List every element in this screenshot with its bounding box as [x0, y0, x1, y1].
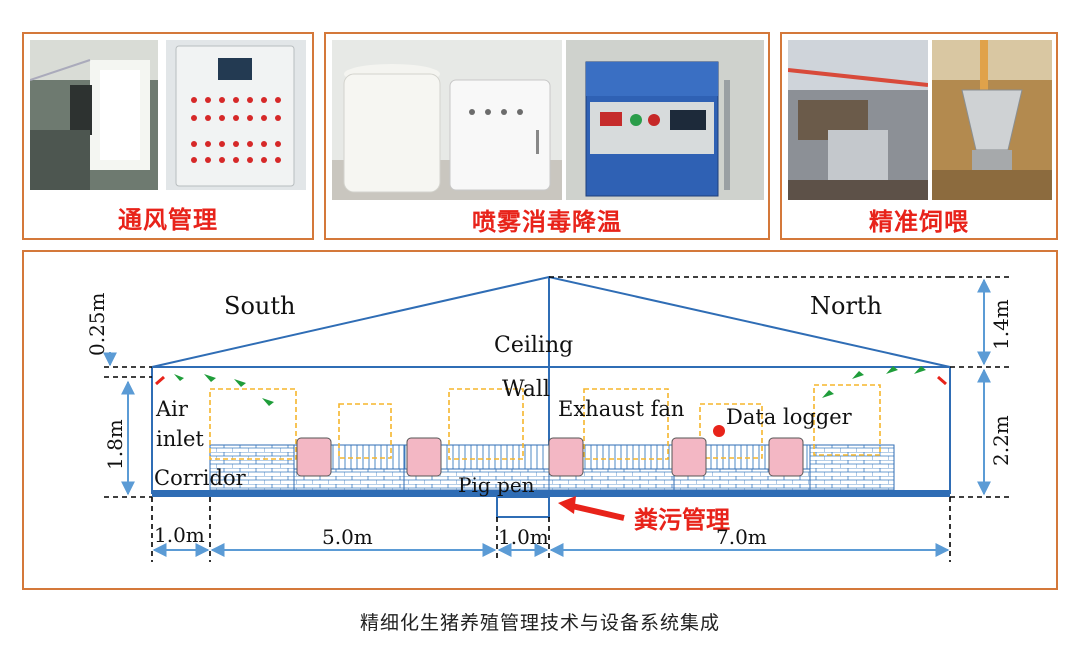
data-logger-dot	[713, 425, 725, 437]
dim-roof-north: 1.4m	[989, 299, 1013, 350]
ventilation-corridor-photo	[30, 40, 158, 190]
corridor-brick-south	[209, 444, 295, 491]
airflow-arrows	[174, 366, 926, 406]
ventilation-label: 通风管理	[118, 206, 218, 234]
dim-3: 1.0m	[498, 525, 549, 549]
dim-4: 7.0m	[716, 525, 767, 549]
label-north: North	[810, 292, 882, 320]
spray-label: 喷雾消毒降温	[472, 208, 622, 236]
figure-caption: 精细化生猪养殖管理技术与设备系统集成	[359, 612, 720, 634]
ventilation-panel: 通风管理	[22, 32, 314, 240]
label-corridor: Corridor	[154, 466, 247, 490]
pig-icons	[296, 437, 804, 477]
feeder-photo	[932, 40, 1052, 200]
corridor-brick-north	[809, 444, 895, 491]
dim-1: 1.0m	[154, 523, 205, 547]
feeding-barn-photo	[788, 40, 928, 200]
dim-2: 5.0m	[322, 525, 373, 549]
dim-wall-north: 2.2m	[989, 415, 1013, 466]
label-pig-pen: Pig pen	[458, 473, 535, 497]
spray-panel: 喷雾消毒降温	[324, 32, 770, 240]
barn-diagram-panel: South North Ceiling Wall Air inlet Corri…	[22, 250, 1058, 590]
label-ceiling: Ceiling	[494, 333, 573, 358]
label-manure: 粪污管理	[634, 506, 730, 534]
exhaust-fan-boxes	[209, 384, 881, 460]
dim-roof-south: 0.25m	[85, 292, 109, 356]
feeding-panel: 精准饲喂	[780, 32, 1058, 240]
label-air-1: Air	[155, 397, 189, 421]
spray-tank-photo	[332, 40, 562, 200]
feeding-label: 精准饲喂	[869, 208, 969, 236]
label-exhaust-fan: Exhaust fan	[558, 397, 684, 421]
label-data-logger: Data logger	[726, 405, 853, 429]
manure-pit	[496, 496, 550, 518]
dim-wall-south: 1.8m	[103, 419, 127, 470]
air-inlet-north	[937, 375, 947, 386]
label-wall: Wall	[502, 377, 550, 402]
floor-slab	[152, 490, 950, 497]
label-air-2: inlet	[156, 427, 204, 451]
barn-cross-section: South North Ceiling Wall Air inlet Corri…	[85, 275, 1013, 562]
air-inlet-south	[155, 375, 165, 386]
disinfection-machine-photo	[566, 40, 764, 200]
manure-arrow	[571, 503, 625, 521]
label-south: South	[224, 292, 295, 320]
control-cabinet-photo	[166, 40, 306, 190]
